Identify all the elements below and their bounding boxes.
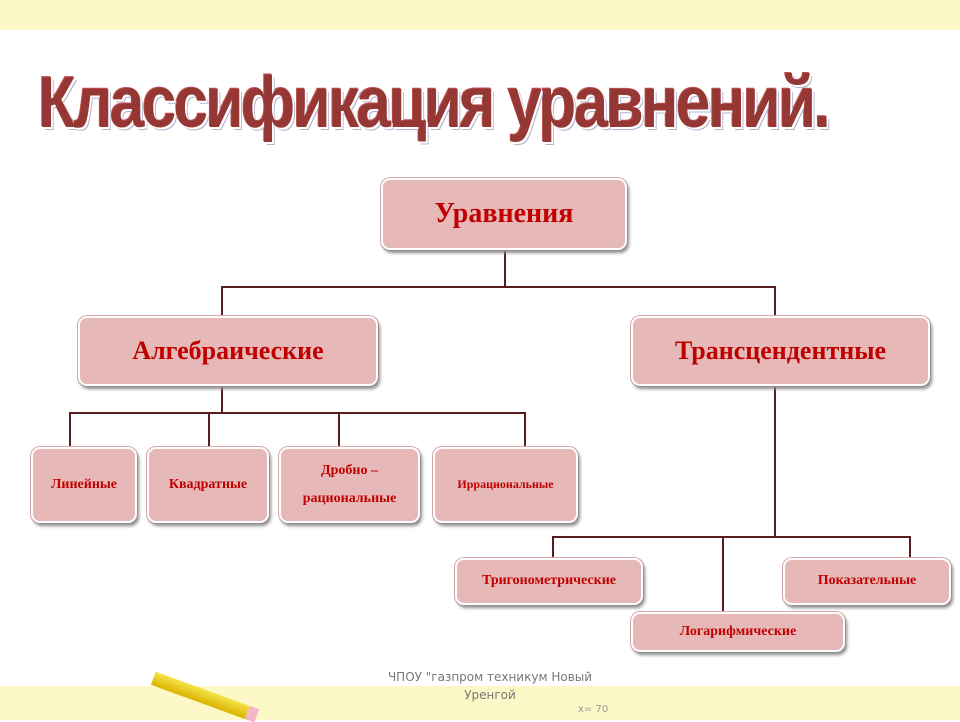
top-decor-band [0,0,960,30]
node-logarithmic: Логарифмические [631,612,845,652]
node-label: Иррациональные [457,477,554,492]
slide-title: Классификация уравнений. [38,63,831,143]
node-label: Квадратные [168,476,248,492]
footer: ЧПОУ "газпром техникум Новый Уренгой [360,668,620,704]
node-label: Показательные [817,573,917,589]
connector [69,412,526,414]
node-label: Алгебраические [132,336,324,366]
node-irrational: Иррациональные [433,447,578,523]
node-transcendental: Трансцендентные [631,316,930,386]
connector [338,412,340,447]
node-trigonometric: Тригонометрические [455,558,643,605]
footer-line-1: ЧПОУ "газпром техникум Новый [387,670,593,684]
node-label: Тригонометрические [482,573,616,589]
connector [208,412,210,447]
connector [552,536,554,558]
connector [774,286,776,316]
node-algebraic: Алгебраические [78,316,378,386]
node-linear: Линейные [31,447,137,523]
connector [524,412,526,447]
connector [221,286,223,316]
node-label: Логарифмические [679,623,797,639]
connector [69,412,71,447]
connector [221,386,223,414]
connector [909,536,911,558]
connector [221,286,776,288]
node-label: Трансцендентные [674,336,887,366]
node-fractional-rational: Дробно – рациональные [279,447,420,523]
connector [774,386,776,538]
node-equations: Уравнения [381,178,627,250]
formula-decoration: x= 70 [578,704,609,715]
bottom-decor-band [0,686,960,720]
footer-line-2: Уренгой [464,688,516,702]
node-label: Уравнения [434,197,574,229]
node-label: Дробно – рациональные [302,463,397,506]
node-quadratic: Квадратные [147,447,269,523]
connector [722,536,724,612]
connector [552,536,911,538]
connector [504,250,506,288]
node-exponential: Показательные [783,558,951,605]
node-label: Линейные [50,476,118,492]
